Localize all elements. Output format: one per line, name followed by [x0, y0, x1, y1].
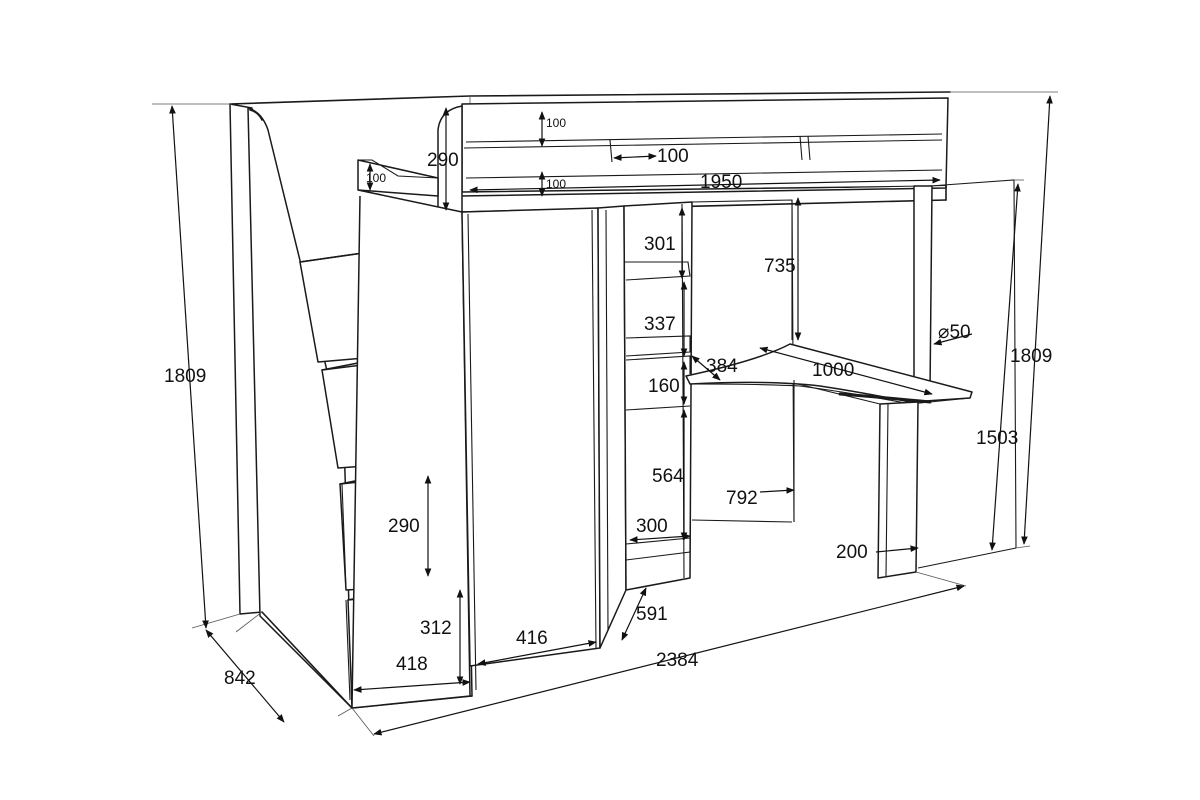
- dim-shelf-2: 337: [644, 314, 676, 335]
- dim-stair-width: 418: [396, 654, 428, 675]
- dim-wardrobe-width: 416: [516, 628, 548, 649]
- furniture-drawing: [229, 91, 1017, 709]
- dim-desk-clearance: 735: [764, 256, 796, 277]
- dim-desk-width: 1000: [812, 360, 854, 381]
- dim-rail-gap: 100: [657, 146, 689, 167]
- dim-total-depth: 842: [224, 668, 256, 689]
- dimension-lines: [152, 91, 1058, 737]
- bed-frame: [357, 97, 949, 393]
- dim-desk-under: 792: [726, 488, 758, 509]
- dim-slat-gap: 100: [546, 177, 566, 191]
- wardrobe: [351, 189, 627, 709]
- dim-desk-depth: 384: [706, 356, 738, 377]
- dim-rail-height: 290: [427, 150, 459, 171]
- dim-shelf-1: 301: [644, 234, 676, 255]
- dim-rail-top: 100: [546, 116, 566, 130]
- dim-height-left: 1809: [164, 366, 206, 387]
- dim-wardrobe-depth: 591: [636, 604, 668, 625]
- dim-height-under: 1503: [976, 428, 1018, 449]
- dim-drawer: 160: [648, 376, 680, 397]
- dim-height-right: 1809: [1010, 346, 1052, 367]
- dim-desk-leg: 200: [836, 542, 868, 563]
- dim-post-diameter: ⌀50: [938, 322, 971, 343]
- dim-total-width: 2384: [656, 650, 699, 671]
- dim-shelf-low: 564: [652, 466, 684, 487]
- dim-step-height: 290: [388, 516, 420, 537]
- dim-shelf-width: 300: [636, 516, 668, 537]
- dim-drawer-height: 312: [420, 618, 452, 639]
- dim-bed-length: 1950: [700, 172, 742, 193]
- dim-stair-rail: 100: [366, 171, 386, 185]
- dimension-labels: 100 290 100 100 100 1950 301 337 160 564…: [164, 116, 1052, 689]
